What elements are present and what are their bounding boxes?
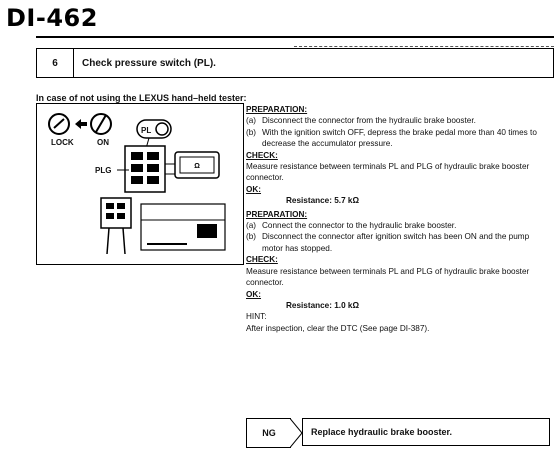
prep-step-1b: (b) With the ignition switch OFF, depres… bbox=[246, 127, 552, 150]
ohmmeter-icon: Ω bbox=[165, 151, 220, 179]
figure-drawing: Ω bbox=[48, 113, 226, 255]
prep-step-2a: (a) Connect the connector to the hydraul… bbox=[246, 220, 552, 231]
on-label: ON bbox=[97, 138, 109, 147]
step-text: Disconnect the connector from the hydrau… bbox=[262, 116, 476, 126]
step-header: 6 Check pressure switch (PL). bbox=[36, 48, 554, 78]
dashed-rule bbox=[294, 46, 554, 47]
ok-heading-2: OK: bbox=[246, 289, 262, 299]
check-heading-2: CHECK: bbox=[246, 255, 278, 265]
case-line: In case of not using the LEXUS hand–held… bbox=[36, 93, 247, 103]
page-id: DI-462 bbox=[6, 4, 98, 32]
ng-branch: NG Replace hydraulic brake booster. bbox=[246, 418, 552, 448]
ng-label: NG bbox=[246, 418, 291, 448]
pl-label: PL bbox=[141, 126, 152, 135]
lock-label: LOCK bbox=[51, 138, 74, 147]
ok-heading-1: OK: bbox=[246, 184, 262, 194]
preparation-heading-2: PREPARATION: bbox=[246, 209, 308, 219]
prep-step-1a: (a) Disconnect the connector from the hy… bbox=[246, 115, 552, 126]
step-number: 6 bbox=[37, 49, 74, 77]
prep-step-2b: (b) Disconnect the connector after ignit… bbox=[246, 231, 552, 254]
ok-value-2: Resistance: 1.0 kΩ bbox=[286, 300, 360, 310]
svg-text:Ω: Ω bbox=[194, 163, 200, 170]
step-title: Check pressure switch (PL). bbox=[82, 57, 216, 69]
brake-booster-block bbox=[140, 203, 226, 251]
connector-figure: Ω LOCK ON PL PLG bbox=[36, 103, 244, 265]
preparation-heading-1: PREPARATION: bbox=[246, 105, 308, 114]
ok-value-1: Resistance: 5.7 kΩ bbox=[286, 196, 360, 206]
step-text: Connect the connector to the hydraulic b… bbox=[262, 221, 457, 231]
harness-connector bbox=[100, 197, 132, 255]
ignition-key-lock-icon bbox=[48, 113, 70, 135]
step-marker: (a) bbox=[246, 221, 257, 231]
step-text: With the ignition switch OFF, depress th… bbox=[262, 127, 537, 149]
plg-label: PLG bbox=[95, 166, 112, 175]
top-rule bbox=[36, 36, 554, 38]
check-text-1: Measure resistance between terminals PL … bbox=[246, 162, 530, 183]
step-marker: (b) bbox=[246, 127, 257, 137]
procedure-column: PREPARATION: (a) Disconnect the connecto… bbox=[246, 104, 552, 334]
hint-label: HINT: bbox=[246, 312, 267, 322]
step-marker: (b) bbox=[246, 232, 257, 242]
connector-body bbox=[124, 145, 166, 193]
step-text: Disconnect the connector after ignition … bbox=[262, 232, 530, 253]
ng-action: Replace hydraulic brake booster. bbox=[302, 418, 550, 446]
check-heading-1: CHECK: bbox=[246, 150, 278, 160]
step-marker: (a) bbox=[246, 116, 257, 126]
hint-text: After inspection, clear the DTC (See pag… bbox=[246, 323, 430, 333]
check-text-2: Measure resistance between terminals PL … bbox=[246, 266, 530, 288]
ignition-key-on-icon bbox=[90, 113, 112, 135]
arrow-right-icon bbox=[75, 119, 87, 129]
